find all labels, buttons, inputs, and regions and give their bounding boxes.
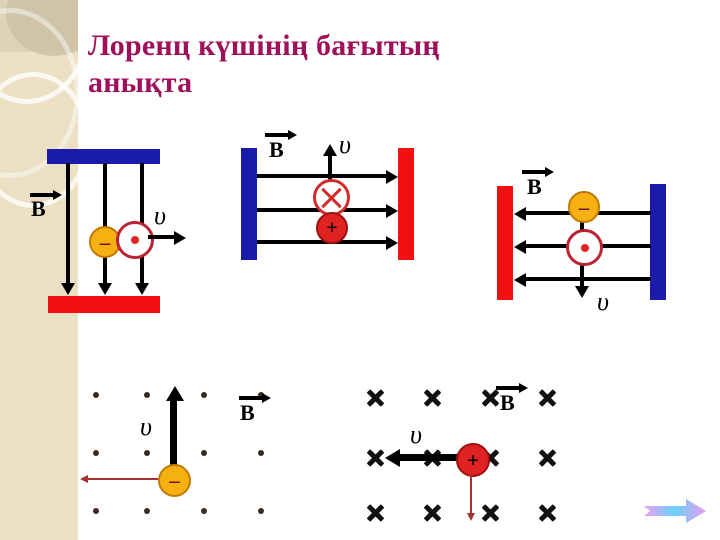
next-slide-arrow[interactable] [644,498,706,524]
figure-4-force-arrow-shaft [88,478,158,480]
figure-1-field-arrowhead [135,283,149,295]
slide-side-decoration [0,0,78,540]
figure-4-field-dot [258,508,264,514]
figure-5-force-arrow-shaft [470,473,472,516]
figure-2-field-arrowhead [386,236,398,250]
figure-1-red-plate [48,296,160,313]
figure-1-negative-charge: – [89,226,121,258]
figure-4-field-dot [258,392,264,398]
figure-5-field-cross [481,389,500,407]
figure-3-red-plate [497,186,513,300]
figure-2-field-arrowhead [386,170,398,184]
figure-3-field-out-of-page-icon [566,229,603,266]
figure-2-velocity-shaft [328,155,332,189]
figure-3-B-arrow-shaft [522,170,546,174]
figure-5-velocity-arrowhead [385,449,400,467]
figure-4-velocity-shaft [170,398,177,470]
figure-3-field-arrowhead [514,240,526,254]
figure-3-blue-plate [650,184,666,300]
figure-5-field-cross [366,504,385,522]
figure-5-field-cross [538,504,557,522]
figure-3-velocity-arrowhead [575,286,589,298]
figure-4-B-arrow-shaft [239,396,263,400]
figure-5-field-cross [366,449,385,467]
figure-2-blue-plate [241,148,257,260]
figure-1-B-label: B [31,196,46,221]
figure-2-red-plate [398,148,414,260]
figure-4: υ – B [0,0,300,540]
next-slide-arrow-icon[interactable] [644,498,706,524]
figure-2-positive-charge: + [316,212,348,244]
figure-1-field-out-of-page-icon [116,221,154,259]
figure-5-field-cross [538,449,557,467]
figure-1-blue-plate [47,149,160,164]
figure-4-field-dot [93,508,99,514]
figure-4-field-dot [144,508,150,514]
figure-3-field-arrowhead [514,273,526,287]
figure-2: B υ + [0,0,460,300]
figure-3: B υ – [497,167,666,316]
figure-4-field-dot [93,450,99,456]
figure-4-force-arrowhead [80,475,88,483]
figure-3-B-label: B [527,174,542,199]
figure-2-field-arrowhead [386,204,398,218]
figure-3-velocity-label: υ [597,287,609,316]
figure-2-B-label: B [269,137,284,162]
figure-4-velocity-arrowhead [166,386,184,401]
figure-4-field-dot [201,508,207,514]
figure-3-field-line [525,277,651,281]
figure-2-field-line [257,240,389,244]
figure-4-field-dot [201,392,207,398]
figure-5-B-arrow-shaft [496,386,520,390]
figure-5-field-cross [481,504,500,522]
decoration-ring-inner [0,72,78,208]
figure-5-field-cross [538,389,557,407]
figure-1-B-arrow-shaft [30,193,54,197]
figure-5-B-arrow-head [519,383,528,393]
figure-2-velocity-arrowhead [323,144,337,156]
figure-1-velocity-label: υ [154,201,166,230]
figure-1-B-arrow-head [53,190,62,200]
figure-1-field-line [103,163,107,285]
figure-5-positive-charge: + [456,443,490,477]
figure-4-field-dot [201,450,207,456]
figure-2-field-line [257,174,389,178]
figure-5-velocity-label: υ [410,420,422,449]
figure-5-velocity-shaft [398,454,460,461]
figure-4-B-label: B [240,400,255,425]
figure-5-B-label: B [500,390,515,415]
figure-3-negative-charge: – [568,191,600,223]
figure-4-field-dot [144,450,150,456]
figure-3-B-arrow-head [545,167,554,177]
figure-4-field-dot [144,392,150,398]
figure-1-field-dot [131,236,139,244]
figure-4-velocity-label: υ [140,412,152,441]
figure-2-B-arrow-shaft [265,133,289,137]
figure-3-field-dot [580,243,589,252]
slide-title: Лоренц күшінің бағытың анықта [88,29,440,99]
figure-1-field-arrowhead [98,283,112,295]
figure-5-field-cross [423,504,442,522]
figure-4-negative-charge: – [158,464,191,497]
figure-1-velocity-shaft [148,235,176,239]
figure-2-velocity-label: υ [339,130,351,159]
figure-5-field-cross [366,389,385,407]
figure-3-field-arrowhead [514,207,526,221]
figure-1-field-line [66,163,70,285]
figure-4-field-dot [93,392,99,398]
figure-4-B-arrow-head [262,393,271,403]
figure-1-velocity-arrowhead [174,231,186,245]
figure-1-field-arrowhead [61,283,75,295]
figure-5-field-cross [423,389,442,407]
figure-2-B-arrow-head [288,130,297,140]
figure-5-force-arrowhead [467,513,475,521]
figure-1: B – υ [0,0,230,330]
figure-4-field-dot [258,450,264,456]
